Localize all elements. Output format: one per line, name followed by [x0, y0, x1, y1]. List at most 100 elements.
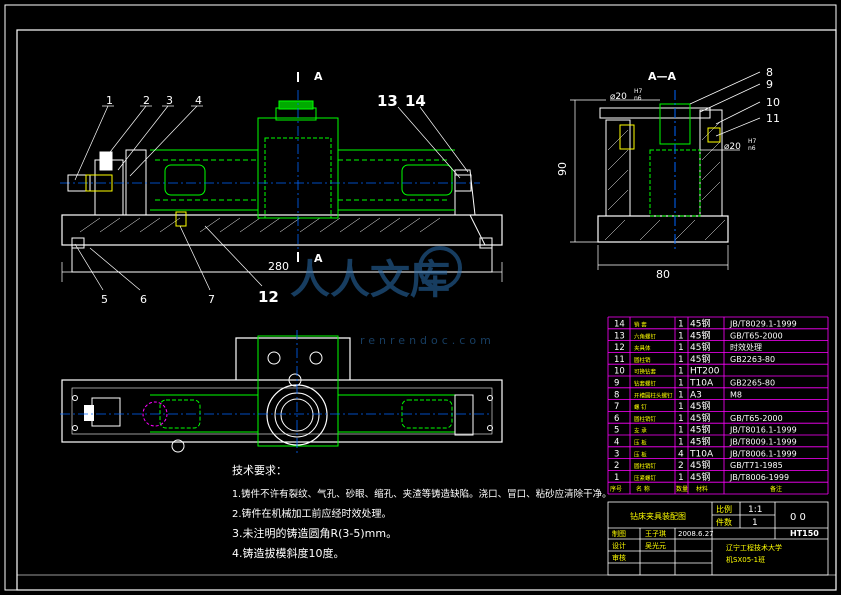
bom-qty: 1 [678, 473, 684, 483]
front-view [60, 90, 503, 273]
bom-standard: GB2265-80 [730, 379, 775, 388]
section-view [597, 90, 729, 250]
bom-qty: 1 [678, 414, 684, 424]
dim-d20-right: ⌀20 [724, 142, 741, 152]
bom-material: 45钢 [690, 424, 710, 436]
bom-standard: M8 [730, 390, 742, 399]
top-view [60, 330, 503, 455]
class-name: 机SX05-1班 [726, 555, 765, 564]
callout-10: 10 [766, 96, 780, 109]
check-label: 审核 [612, 553, 626, 562]
bom-no: 14 [614, 320, 625, 330]
bom-no: 8 [614, 390, 619, 400]
bom-standard: JB/T8016.1-1999 [729, 426, 797, 435]
bom-name: 可换钻套 [634, 368, 657, 376]
bom-no: 4 [614, 438, 619, 448]
bom-name: 圆柱销钉 [634, 462, 657, 470]
bom-name: 六角螺钉 [634, 332, 657, 340]
bom-header-no: 序号 [610, 485, 622, 493]
drawer-name: 王子琪 [645, 529, 666, 538]
bom-standard: GB/T65-2000 [730, 331, 783, 340]
leader-lines [74, 105, 469, 291]
bom-standard: JB/T8009.1-1999 [729, 438, 797, 447]
base-plate [61, 214, 503, 246]
draw-label: 制图 [612, 529, 626, 538]
bom-material: A3 [690, 390, 702, 400]
callout-14: 14 [405, 92, 426, 110]
bom-header-material: 材料 [696, 485, 708, 493]
bom-material: 45钢 [690, 353, 710, 365]
callout-12: 12 [258, 288, 279, 306]
callout-7: 7 [208, 293, 215, 306]
watermark-url: renrendoc.com [360, 334, 495, 347]
section-base [597, 215, 729, 243]
callout-2: 2 [143, 94, 150, 107]
bom-material: HT200 [690, 367, 720, 377]
bom-material: 45钢 [690, 436, 710, 448]
bom-no: 1 [614, 473, 619, 483]
scale-label: 比例 [716, 504, 732, 514]
bom-material: T10A [689, 449, 714, 459]
note-4: 4.铸造拔模斜度10度。 [232, 546, 345, 560]
bom-standard: JB/T8029.1-1999 [729, 320, 797, 329]
note-2: 2.铸件在机械加工前应经时效处理。 [232, 507, 392, 520]
drawing-frame [16, 29, 837, 576]
bom-standard: 时效处理 [730, 342, 762, 352]
bom-no: 13 [614, 331, 625, 341]
dim-d20-left-fit: H7 [634, 88, 643, 95]
watermark: 人人文库 renrendoc.com [290, 246, 495, 347]
callout-3: 3 [166, 94, 173, 107]
section-leaders [570, 71, 761, 270]
draw-date: 2008.6.27 [678, 530, 714, 538]
callout-8: 8 [766, 66, 773, 79]
bom-no: 7 [614, 402, 619, 412]
watermark-brand: 人人文库 [290, 257, 450, 303]
callout-13: 13 [377, 92, 398, 110]
bom-qty: 1 [678, 355, 684, 365]
watermark-logo [418, 246, 462, 290]
bom-qty: 1 [678, 331, 684, 341]
bom-standard: GB/T65-2000 [730, 414, 783, 423]
dim-90: 90 [556, 162, 569, 176]
bom-no: 3 [614, 449, 619, 459]
bom-standard: GB/T71-1985 [730, 461, 783, 470]
section-mark-top: A [314, 70, 323, 83]
bom-material: 45钢 [690, 329, 710, 341]
bom-header-standard: 备注 [770, 485, 782, 493]
bom-qty: 1 [678, 426, 684, 436]
callout-11: 11 [766, 112, 780, 125]
bom-qty: 1 [678, 320, 684, 330]
dim-280-text: 280 [268, 260, 289, 273]
bom-material: T10A [689, 379, 714, 389]
note-1: 1.铸件不许有裂纹、气孔、砂眼、缩孔、夹渣等铸造缺陷。浇口、冒口、粘砂应清除干净… [232, 488, 612, 500]
callout-9: 9 [766, 78, 773, 91]
bom-material: 45钢 [690, 400, 710, 412]
title-block [607, 501, 829, 576]
bom-qty: 4 [678, 449, 684, 459]
designer-name: 吴光元 [645, 541, 666, 550]
drawing-name: 钻床夹具装配图 [630, 511, 686, 521]
sheet-number: 0 0 [790, 512, 806, 523]
bom-name: 夹具体 [634, 344, 651, 352]
bom-standard: JB/T8006.1-1999 [729, 449, 797, 458]
bom-no: 11 [614, 355, 625, 365]
bom-material: 45钢 [690, 412, 710, 424]
callout-5: 5 [101, 293, 108, 306]
bom-qty: 1 [678, 438, 684, 448]
bom-no: 2 [614, 461, 619, 471]
bom-name: 螺 钉 [634, 403, 647, 411]
count-value: 1 [752, 518, 758, 528]
scale-value: 1:1 [748, 505, 762, 515]
callout-6: 6 [140, 293, 147, 306]
bom-qty: 1 [678, 379, 684, 389]
bom-name: 压紧螺钉 [634, 474, 657, 482]
bom-standard: JB/T8006-1999 [729, 473, 789, 482]
dim-d20-left-fit2: n6 [634, 95, 642, 102]
bom-qty: 2 [678, 461, 684, 471]
bom-name: 钻套螺钉 [634, 380, 657, 388]
dim-80: 80 [656, 268, 670, 281]
bom-no: 5 [614, 426, 619, 436]
material: HT150 [790, 529, 819, 538]
